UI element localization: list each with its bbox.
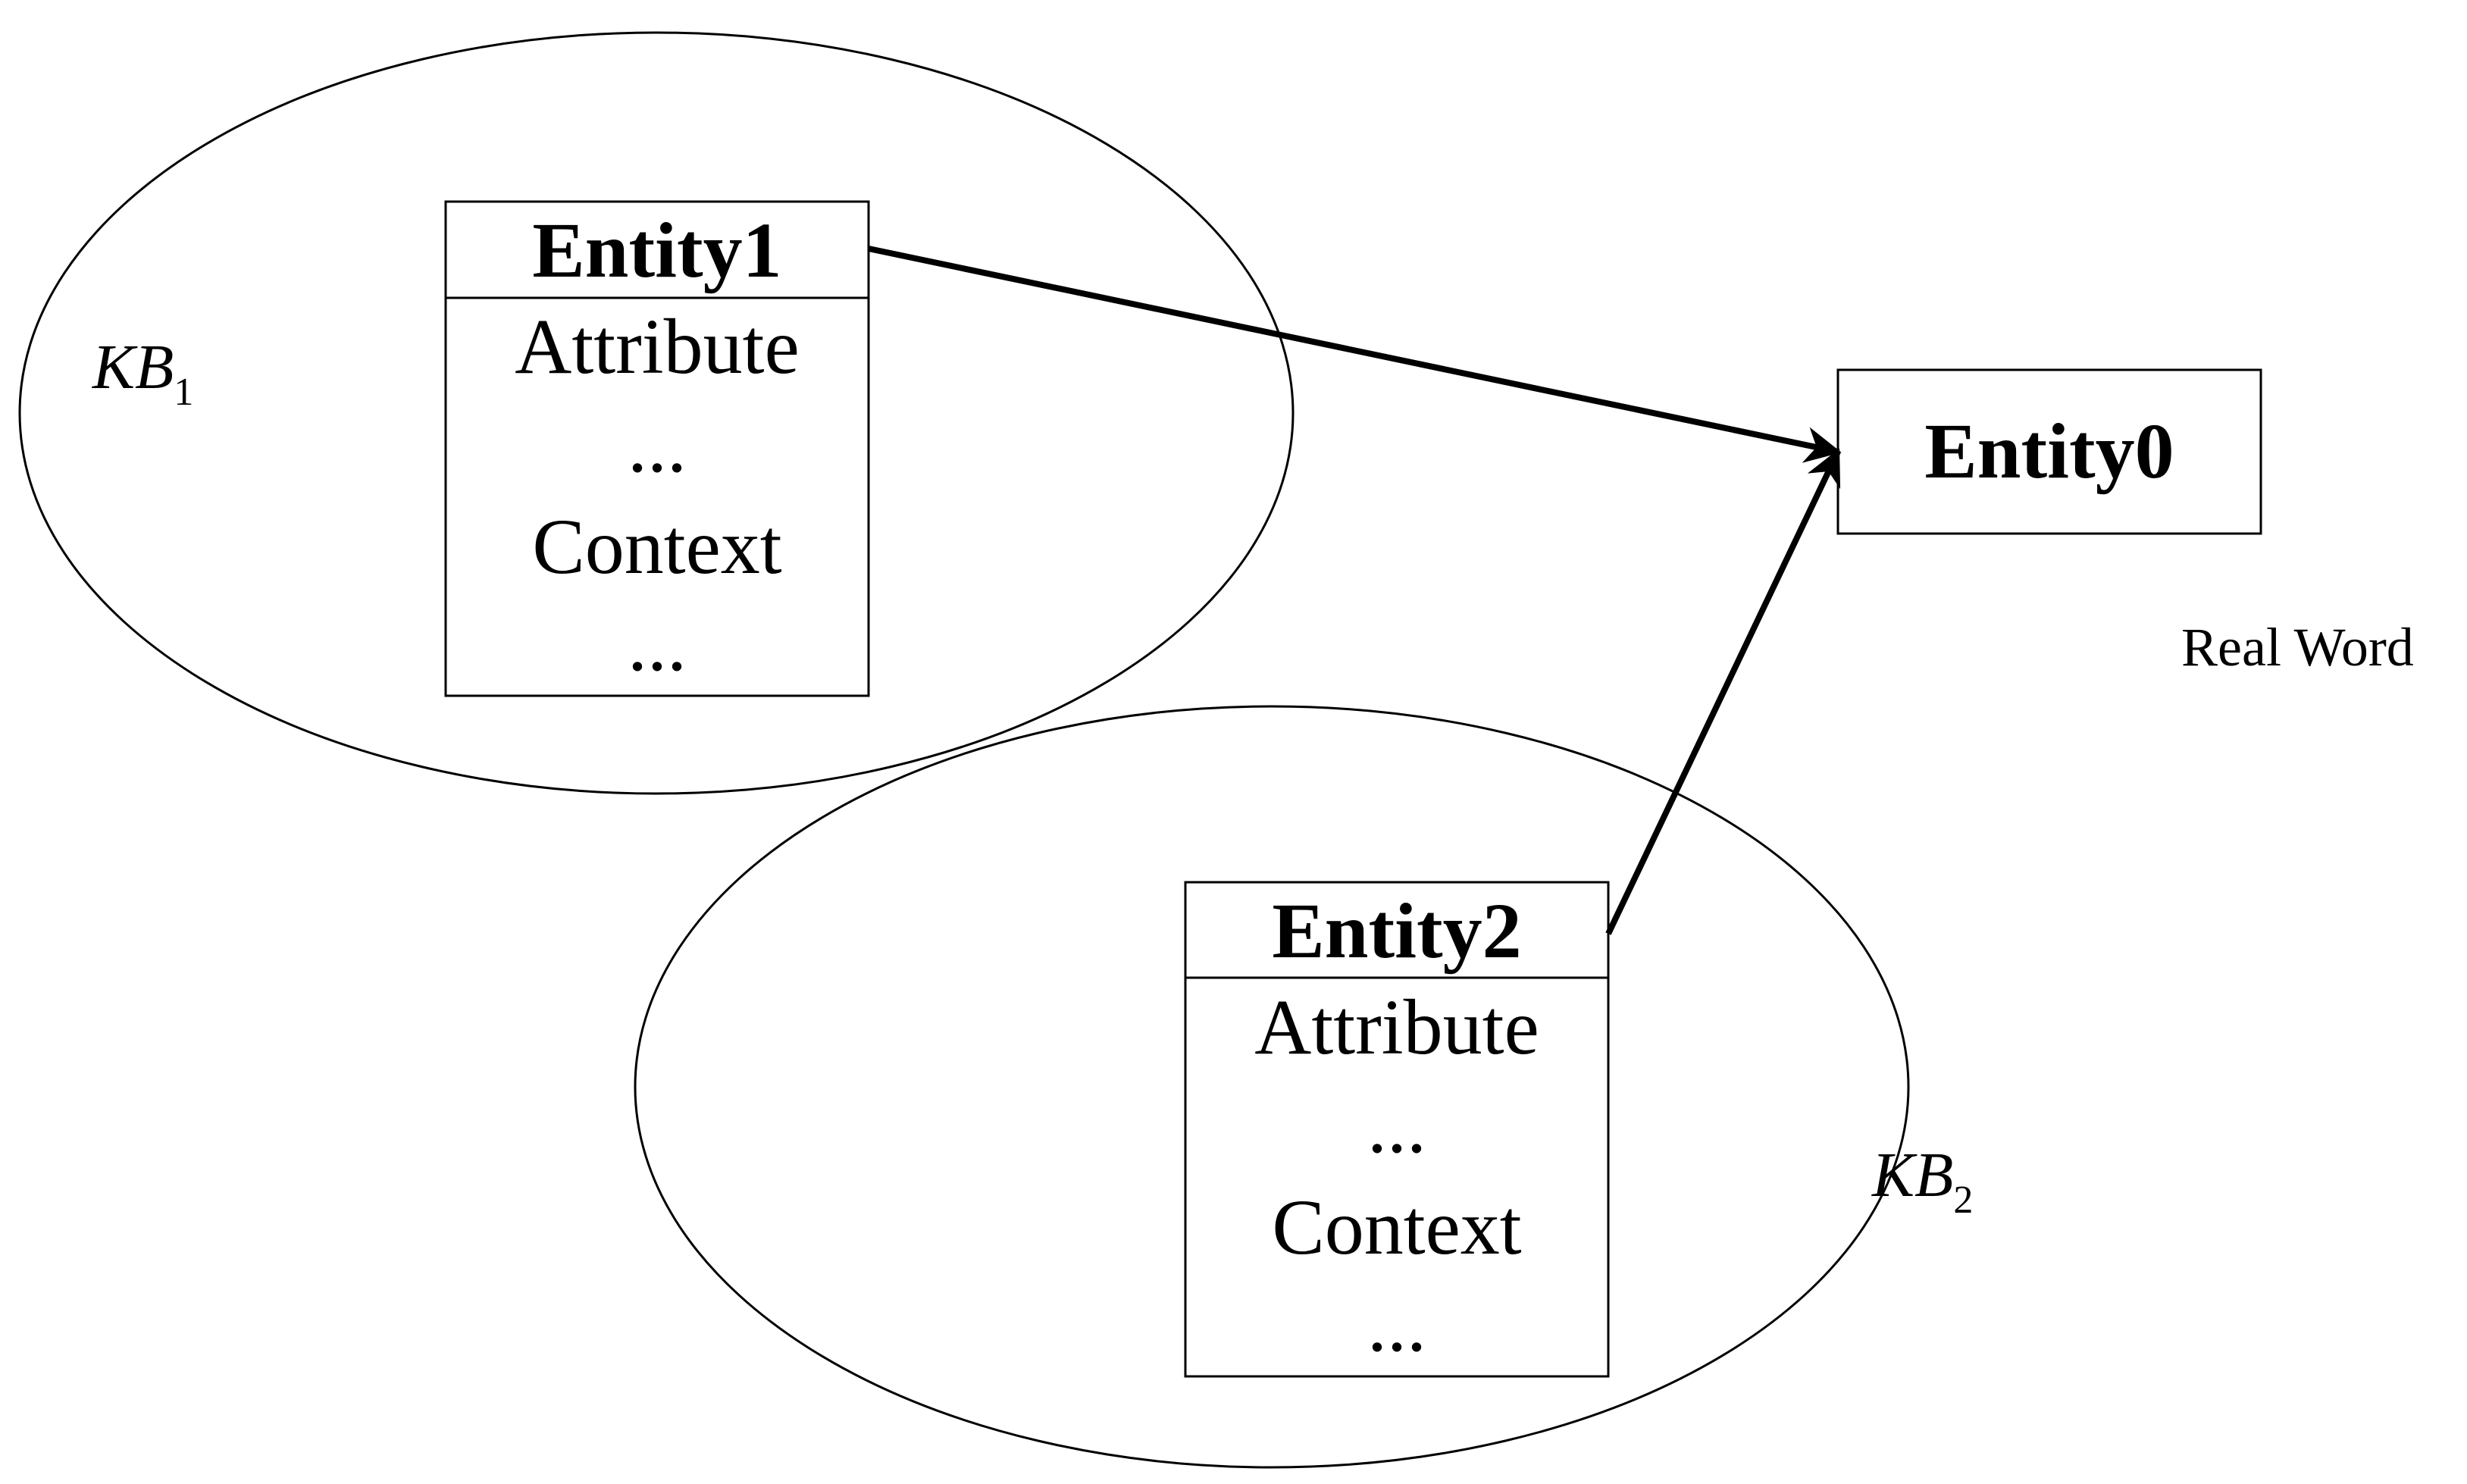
kb2-ellipse [634, 705, 1910, 1469]
entity2-frame [1184, 881, 1610, 1378]
entity2-title: Entity2 [1272, 888, 1521, 975]
entity1-row-context: Context [532, 503, 781, 590]
kb2-label-sub: 2 [1953, 1179, 1973, 1222]
entity0-box: Entity0 [1836, 368, 2262, 535]
entity1-row-ellipsis-1: ... [628, 402, 687, 489]
entity0-frame [1836, 368, 2262, 535]
entity2-row-ellipsis-1: ... [1367, 1082, 1426, 1169]
kb1-label: KB1 [92, 332, 193, 414]
entity2-row-attribute: Attribute [1254, 984, 1539, 1071]
entity2-box: Entity2 Attribute ... Context ... [1184, 881, 1610, 1378]
entity1-frame [444, 200, 870, 697]
kb2-label-main: KB [1871, 1140, 1953, 1210]
entity1-title: Entity1 [532, 207, 781, 294]
arrow-entity1-to-entity0 [868, 246, 1842, 463]
kb1-ellipse [18, 31, 1295, 795]
arrow-entity2-to-entity0 [1605, 448, 1841, 935]
kb1-label-sub: 1 [174, 371, 193, 414]
kb1-label-main: KB [92, 332, 174, 402]
entity1-row-ellipsis-2: ... [628, 600, 687, 687]
entity2-row-ellipsis-2: ... [1367, 1281, 1426, 1368]
real-world-label: Real Word [2181, 617, 2414, 678]
entity1-row-attribute: Attribute [515, 303, 799, 390]
entity1-box: Entity1 Attribute ... Context ... [444, 200, 870, 697]
entity2-row-context: Context [1272, 1184, 1521, 1271]
entity0-title: Entity0 [1924, 408, 2174, 495]
kb2-label: KB2 [1871, 1140, 1973, 1222]
